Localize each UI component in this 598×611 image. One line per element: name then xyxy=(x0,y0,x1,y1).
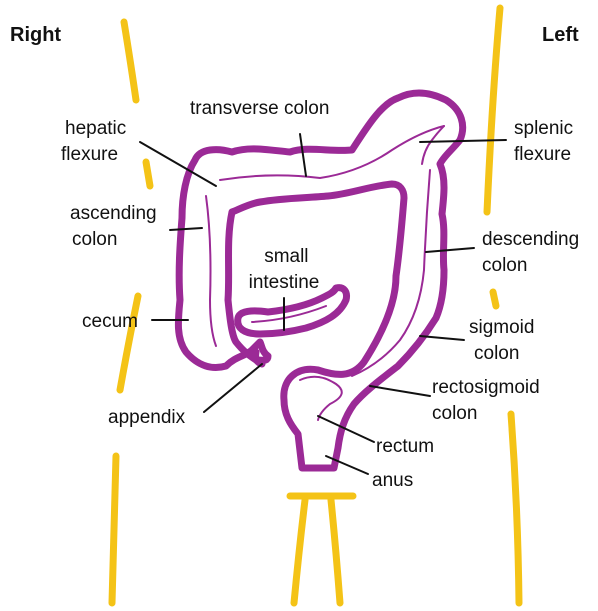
corner-label-left: Left xyxy=(542,24,579,46)
label-splenic-flexure-line2: flexure xyxy=(514,144,571,165)
label-rectosigmoid-colon: rectosigmoid colon xyxy=(432,377,545,424)
label-rectosigmoid-colon-line2: colon xyxy=(432,403,477,424)
left-leg-line xyxy=(511,414,519,603)
label-appendix: appendix xyxy=(108,407,186,428)
leader-transverse-colon xyxy=(300,134,306,176)
leader-appendix xyxy=(204,364,262,412)
small-intestine-loop xyxy=(238,288,347,334)
label-hepatic-flexure-line2: flexure xyxy=(61,144,118,165)
label-descending-colon-line1: descending xyxy=(482,229,579,250)
label-splenic-flexure: splenic flexure xyxy=(514,118,578,165)
label-ascending-colon: ascending colon xyxy=(70,203,162,250)
label-small-intestine-line1: small xyxy=(264,246,308,267)
label-transverse-colon: transverse colon xyxy=(190,98,329,119)
left-torso-line-upper xyxy=(487,8,500,212)
label-sigmoid-colon-line1: sigmoid xyxy=(469,317,534,338)
right-leg-line xyxy=(112,456,116,603)
large-intestine xyxy=(178,93,462,468)
ascending-colon-inner-line xyxy=(206,196,216,346)
label-small-intestine: small intestine xyxy=(249,246,320,293)
label-hepatic-flexure: hepatic flexure xyxy=(61,118,132,165)
right-torso-line-upper xyxy=(124,22,136,100)
label-descending-colon-line2: colon xyxy=(482,255,527,276)
label-sigmoid-colon-line2: colon xyxy=(474,343,519,364)
label-sigmoid-colon: sigmoid colon xyxy=(469,317,540,364)
corner-label-right: Right xyxy=(10,24,61,46)
left-hip-line xyxy=(493,292,496,306)
inner-thigh-line-right xyxy=(331,500,340,603)
label-splenic-flexure-line1: splenic xyxy=(514,118,573,139)
label-hepatic-flexure-line1: hepatic xyxy=(65,118,126,139)
label-rectosigmoid-colon-line1: rectosigmoid xyxy=(432,377,540,398)
inner-thigh-line-left xyxy=(294,500,305,603)
label-descending-colon: descending colon xyxy=(482,229,584,276)
leader-ascending-colon xyxy=(170,228,202,230)
label-anus: anus xyxy=(372,470,413,491)
label-rectum: rectum xyxy=(376,436,434,457)
right-torso-line-mid xyxy=(146,162,150,186)
label-ascending-colon-line2: colon xyxy=(72,229,117,250)
colon-outline xyxy=(178,93,462,468)
label-ascending-colon-line1: ascending xyxy=(70,203,157,224)
label-small-intestine-line2: intestine xyxy=(249,272,320,293)
label-cecum: cecum xyxy=(82,311,138,332)
leader-rectosigmoid-colon xyxy=(370,386,430,396)
sigmoid-inner-line xyxy=(300,377,342,420)
leader-descending-colon xyxy=(426,248,474,252)
